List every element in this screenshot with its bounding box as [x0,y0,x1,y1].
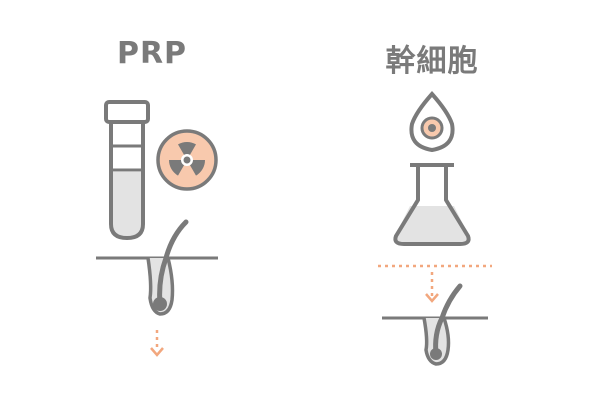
test-tube-icon [104,100,150,241]
stem-cell-title: 幹細胞 [385,44,479,79]
radiation-icon [156,129,218,191]
arrow-down-icon [425,272,439,303]
hair-follicle-icon [96,219,218,316]
prp-title: PRP [116,36,188,71]
arrow-down-icon [150,330,164,357]
hair-follicle-icon [382,283,488,366]
flask-icon [393,163,471,246]
droplet-icon [409,90,455,153]
